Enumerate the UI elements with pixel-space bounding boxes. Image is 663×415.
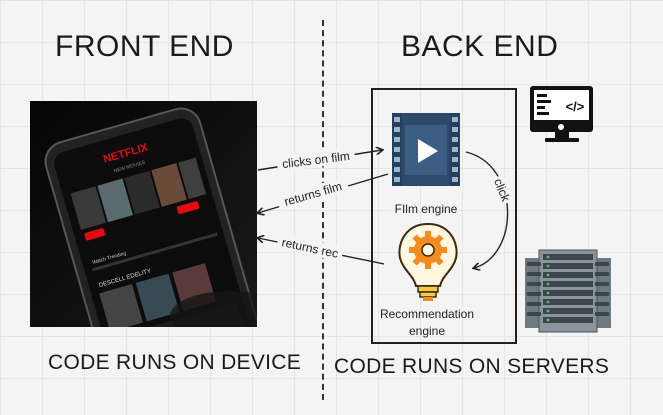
backend-server-box (371, 88, 517, 344)
edge-label-returns-rec: returns rec (280, 235, 339, 261)
list-chip (176, 201, 200, 215)
thumb-2 (135, 273, 180, 322)
svg-text:</>: </> (566, 99, 585, 114)
film-engine-label: FIlm engine (395, 202, 458, 216)
recommendation-engine-label-1: Recommendation (380, 307, 474, 321)
edge-label-returns-film: returns film (283, 179, 344, 209)
back-end-heading: BACK END (401, 30, 559, 63)
recommendation-engine-label-2: engine (409, 324, 445, 338)
poster-4 (151, 163, 187, 207)
edge-label-clicks-on-film: clicks on film (281, 149, 350, 171)
play-chip (84, 228, 106, 241)
front-back-divider (322, 20, 324, 400)
device-caption: CODE RUNS ON DEVICE (48, 351, 302, 374)
smartphone-illustration: NETFLIX NEW MOVIES Watch Trending DESCEL… (30, 101, 257, 327)
poster-2 (97, 178, 133, 223)
smartphone-photo: NETFLIX NEW MOVIES Watch Trending DESCEL… (30, 101, 257, 327)
poster-1 (70, 186, 107, 230)
code-monitor-icon: </> (530, 86, 593, 142)
play-triangle (418, 139, 438, 163)
front-end-heading: FRONT END (55, 30, 234, 63)
poster-5 (178, 157, 207, 200)
servers-caption: CODE RUNS ON SERVERS (334, 355, 610, 378)
arrow-click (465, 151, 509, 268)
thumb-1 (99, 284, 143, 327)
poster-3 (124, 170, 160, 215)
server-rack-icon (525, 249, 611, 333)
film-reel-icon (392, 113, 460, 186)
lightbulb-gear-icon (398, 222, 458, 301)
